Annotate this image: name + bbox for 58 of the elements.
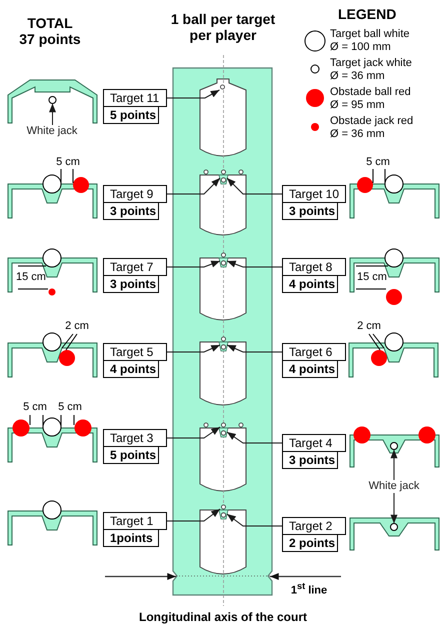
points-label: 4 points <box>103 361 159 378</box>
legend-label: Obstade jack red Ø = 36 mm <box>330 115 414 141</box>
target-name-label: Target 4 <box>282 434 346 452</box>
leader-arrow <box>166 426 220 438</box>
target-name-label: Target 5 <box>103 343 167 361</box>
target-name-label: Target 9 <box>103 185 167 203</box>
leader-arrow <box>226 514 282 526</box>
points-label: 2 points <box>282 535 338 552</box>
leader-arrow <box>390 449 398 480</box>
leader-arrow <box>166 508 220 522</box>
leader-arrow <box>226 260 282 268</box>
leader-arrow <box>226 432 282 444</box>
leader-arrow <box>166 260 220 268</box>
dimension-label: 15 cm <box>16 271 46 284</box>
points-label: 1points <box>103 530 159 547</box>
reference-line-label: 1$^{st}$ line <box>290 580 328 598</box>
ball-icon <box>48 96 56 104</box>
target-name-label: Target 1 <box>103 512 167 530</box>
diagram-title: 1 ball per target per player <box>170 11 276 43</box>
jack-label: White jack <box>368 480 420 493</box>
dimension-label: 2 cm <box>357 320 381 333</box>
target-name-label: Target 7 <box>103 258 167 276</box>
legend-label: Target jack white Ø = 36 mm <box>330 57 413 83</box>
points-label: 4 points <box>282 361 338 378</box>
legend-label: Obstade ball red Ø = 95 mm <box>330 86 412 112</box>
leader-arrow <box>390 492 398 524</box>
leader-arrow <box>166 90 220 98</box>
ball-icon <box>390 442 398 450</box>
dimension-label: 5 cm <box>366 156 390 169</box>
leader-arrow <box>226 178 282 194</box>
target-name-label: Target 6 <box>282 343 346 361</box>
points-label: 4 points <box>282 276 338 293</box>
dimension-label: 15 cm <box>357 271 387 284</box>
leader-arrow <box>49 103 56 126</box>
axis-label: Longitudinal axis of the court <box>139 610 307 624</box>
leader-arrow <box>226 344 282 352</box>
leader-arrow <box>166 178 220 194</box>
legend-label: Target ball white Ø = 100 mm <box>330 28 410 54</box>
ball-icon <box>390 523 398 531</box>
dimension-label: 5 cm <box>56 156 80 169</box>
jack-label: White jack <box>26 125 78 138</box>
dimension-label: 5 cm <box>58 401 82 414</box>
target-name-label: Target 10 <box>282 185 346 203</box>
leader-arrow <box>166 344 220 352</box>
dimension-label: 2 cm <box>65 320 89 333</box>
points-label: 3 points <box>282 452 338 469</box>
points-label: 5 points <box>103 107 159 124</box>
target-name-label: Target 2 <box>282 517 346 535</box>
total-points-heading: TOTAL 37 points <box>18 15 82 47</box>
points-label: 3 points <box>282 203 338 220</box>
dimension-label: 5 cm <box>23 401 47 414</box>
target-name-label: Target 11 <box>103 89 167 107</box>
target-name-label: Target 8 <box>282 258 346 276</box>
target-name-label: Target 3 <box>103 429 167 447</box>
points-label: 3 points <box>103 203 159 220</box>
points-label: 3 points <box>103 276 159 293</box>
points-label: 5 points <box>103 447 159 464</box>
legend-heading: LEGEND <box>338 6 396 22</box>
